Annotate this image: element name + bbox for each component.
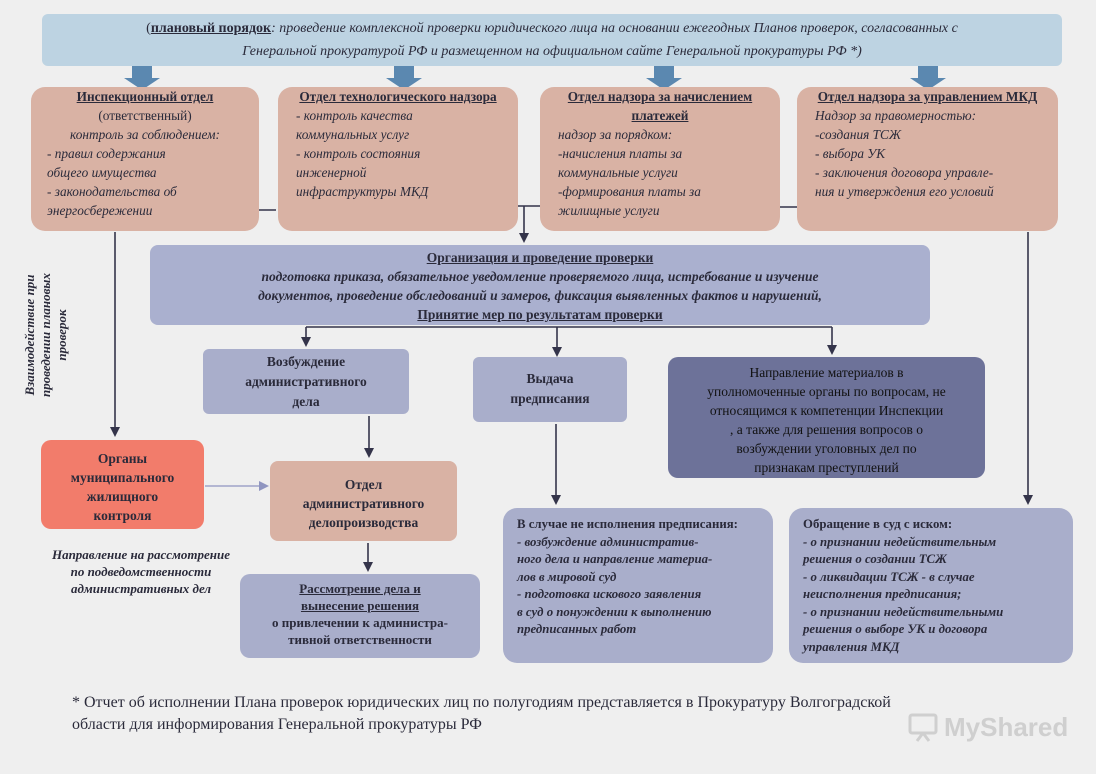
case-review-line: тивной ответственности [288, 632, 432, 647]
department-line: коммунальных услуг [296, 127, 410, 142]
organization-line-2: документов, проведение обследований и за… [258, 288, 822, 303]
department-line: -создания ТСЖ [815, 127, 902, 142]
materials-line: уполномоченные органы по вопросам, не [707, 384, 946, 399]
case-review-title: вынесение решения [300, 598, 420, 613]
department-title: Инспекционный отдел [76, 89, 214, 104]
department-title: Отдел надзора за управлением МКД [817, 89, 1038, 104]
court-line: решения о создании ТСЖ [803, 552, 947, 566]
department-line: надзор за порядком: [558, 127, 673, 142]
administrative-case-initiation-box: Возбуждение административного дела [203, 349, 409, 414]
side-note-line: Направление на рассмотрение [51, 547, 231, 562]
vertical-label-line: Взаимодействие при [22, 274, 37, 396]
court-line: решения о выборе УК и договора [803, 622, 988, 636]
side-note-line: административных дел [70, 581, 212, 596]
case-review-box: Рассмотрение дела и вынесение решения о … [240, 574, 480, 658]
department-line: коммунальные услуги [558, 165, 678, 180]
municipal-line: муниципального [70, 470, 175, 485]
department-line: ния и утверждения его условий [815, 184, 994, 199]
court-title: Обращение в суд с иском: [803, 517, 953, 531]
initiation-line: Возбуждение [266, 354, 346, 369]
department-line: инженерной [296, 165, 367, 180]
non-execution-box: В случае не исполнения предписания: - во… [503, 508, 773, 663]
municipal-housing-control-box: Органы муниципального жилищного контроля [41, 440, 204, 529]
footnote-line-2: области для информирования Генеральной п… [72, 716, 482, 733]
department-line: энергосбережении [47, 203, 153, 218]
watermark-text: MyShared [944, 712, 1069, 742]
department-line: - заключения договора управле- [815, 165, 994, 180]
department-line: инфраструктуры МКД [296, 184, 429, 199]
municipal-line: контроля [93, 508, 152, 523]
case-review-title: Рассмотрение дела и [299, 581, 421, 596]
organization-line-1: подготовка приказа, обязательное уведомл… [261, 269, 819, 284]
planned-procedure-banner: (плановый порядок: проведение комплексно… [42, 14, 1062, 66]
materials-line: , а также для решения вопросов о [730, 422, 923, 437]
department-line: -формирования платы за [558, 184, 701, 199]
court-line: неисполнения предписания; [803, 587, 962, 601]
side-note-line: по подведомственности [70, 564, 212, 579]
department-line: - законодательства об [47, 184, 177, 199]
non-execution-line: лов в мировой суд [517, 569, 617, 584]
materials-line: относящимся к компетенции Инспекции [709, 403, 944, 418]
banner-line-1: : проведение комплексной проверки юридич… [271, 21, 958, 36]
department-line: жилищные услуги [558, 203, 660, 218]
initiation-line: административного [245, 374, 367, 389]
technological-supervision-department-box: Отдел технологического надзора - контрол… [278, 87, 518, 231]
footnote-line-1: * Отчет об исполнении Плана проверок юри… [72, 694, 891, 711]
banner-prefix: ( [146, 21, 151, 36]
court-line: - о признании недействительными [803, 604, 1004, 619]
department-line: контроль за соблюдением: [70, 127, 220, 142]
materials-line: Направление материалов в [749, 365, 904, 380]
department-line: - контроль состояния [296, 146, 421, 161]
inspection-organization-box: Организация и проведение проверки подгот… [150, 245, 930, 325]
court-line: - о ликвидации ТСЖ - в случае [803, 569, 975, 584]
jurisdiction-referral-note: Направление на рассмотрение по подведомс… [36, 546, 246, 597]
footnote: * Отчет об исполнении Плана проверок юри… [72, 692, 1052, 736]
department-line: -начисления платы за [558, 146, 683, 161]
department-line: общего имущества [47, 165, 157, 180]
adm-department-line: делопроизводства [308, 515, 419, 530]
non-execution-line: - подготовка искового заявления [517, 587, 702, 601]
department-title: Отдел технологического надзора [299, 89, 497, 104]
organization-title: Организация и проведение проверки [426, 250, 654, 265]
administrative-proceedings-department-box: Отдел административного делопроизводства [270, 461, 457, 541]
department-line: - выбора УК [815, 146, 886, 161]
presentation-board-icon [908, 713, 938, 742]
banner-line-2: Генеральной прокуратурой РФ и размещенно… [242, 44, 847, 59]
non-execution-line: в суд о понуждении к выполнению [517, 604, 712, 619]
banner-term: плановый порядок [150, 21, 272, 36]
mkd-management-supervision-department-box: Отдел надзора за управлением МКД Надзор … [797, 87, 1058, 231]
interaction-vertical-label: Взаимодействие при проведении плановых п… [22, 250, 117, 420]
order-issuance-box: Выдача предписания [473, 357, 627, 422]
department-line: Надзор за правомерностью: [815, 108, 977, 123]
order-line: предписания [510, 391, 590, 406]
case-review-line: о привлечении к администра- [272, 615, 448, 630]
materials-line: возбуждении уголовных дел по [736, 441, 917, 456]
court-line: - о признании недействительным [803, 534, 997, 549]
inspection-department-box: Инспекционный отдел (ответственный) конт… [31, 87, 259, 231]
payments-supervision-department-box: Отдел надзора за начислением платежей на… [540, 87, 780, 231]
adm-department-line: Отдел [344, 477, 383, 492]
non-execution-line: - возбуждение административ- [517, 534, 699, 549]
non-execution-title: В случае не исполнения предписания: [517, 517, 738, 531]
department-title: Отдел надзора за начислением платежей [567, 89, 753, 123]
department-line: - правил содержания [47, 146, 166, 161]
initiation-line: дела [292, 394, 320, 409]
order-line: Выдача [526, 371, 574, 386]
organization-measures: Принятие мер по результатам проверки [417, 307, 663, 322]
municipal-line: жилищного [86, 489, 159, 504]
adm-department-line: административного [302, 496, 425, 511]
vertical-label-line: проверок [54, 309, 69, 361]
non-execution-line: предписанных работ [517, 622, 637, 636]
department-line: (ответственный) [98, 108, 192, 123]
watermark: MyShared [908, 708, 1078, 750]
banner-mark: *) [846, 44, 862, 59]
department-line: - контроль качества [296, 108, 413, 123]
court-line: управления МКД [803, 639, 900, 654]
materials-referral-box: Направление материалов в уполномоченные … [668, 357, 985, 478]
non-execution-line: ного дела и направление материа- [517, 552, 713, 566]
materials-line: признакам преступлений [754, 460, 899, 475]
court-claim-box: Обращение в суд с иском: - о признании н… [789, 508, 1073, 663]
municipal-line: Органы [97, 451, 148, 466]
vertical-label-line: проведении плановых [38, 273, 53, 397]
